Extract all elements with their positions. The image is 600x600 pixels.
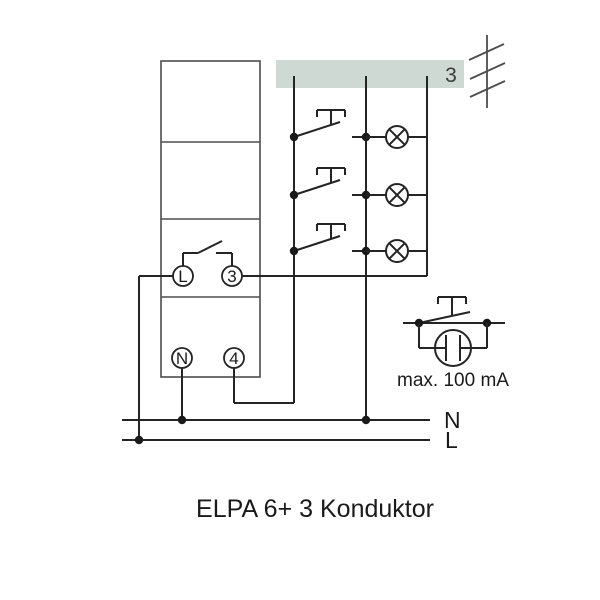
pushbutton-2	[288, 167, 372, 201]
illuminated-pushbutton-note	[403, 296, 505, 367]
cable-bundle-bar	[276, 60, 464, 88]
junction-l-drop	[134, 435, 144, 445]
junction-n-terminal	[177, 415, 187, 425]
conductor-count-hatch-icon	[468, 35, 506, 108]
terminal-n-label: N	[176, 349, 188, 368]
pushbutton-1	[288, 109, 372, 143]
terminal-l-label: L	[178, 267, 187, 286]
terminal-n: N	[171, 347, 193, 369]
max-current-label: max. 100 mA	[397, 370, 509, 391]
lamp-2	[365, 183, 428, 207]
terminal-3-label: 3	[227, 267, 236, 286]
lamp-3	[365, 239, 428, 263]
pushbutton-3	[288, 223, 372, 257]
line-bus-label: L	[445, 427, 458, 453]
terminal-4: 4	[223, 347, 245, 369]
terminal-3: 3	[221, 265, 243, 287]
terminal-4-label: 4	[229, 349, 238, 368]
timer-device-box	[160, 60, 261, 378]
diagram-title: ELPA 6+ 3 Konduktor	[196, 495, 434, 523]
junction-conductor-b-neutral	[361, 415, 371, 425]
relay-contact-symbol	[182, 240, 233, 266]
neutral-bus-label: N	[444, 407, 461, 433]
lamp-1	[365, 125, 428, 149]
cable-conductor-count-label: 3	[445, 64, 457, 87]
terminal-l: L	[172, 265, 194, 287]
